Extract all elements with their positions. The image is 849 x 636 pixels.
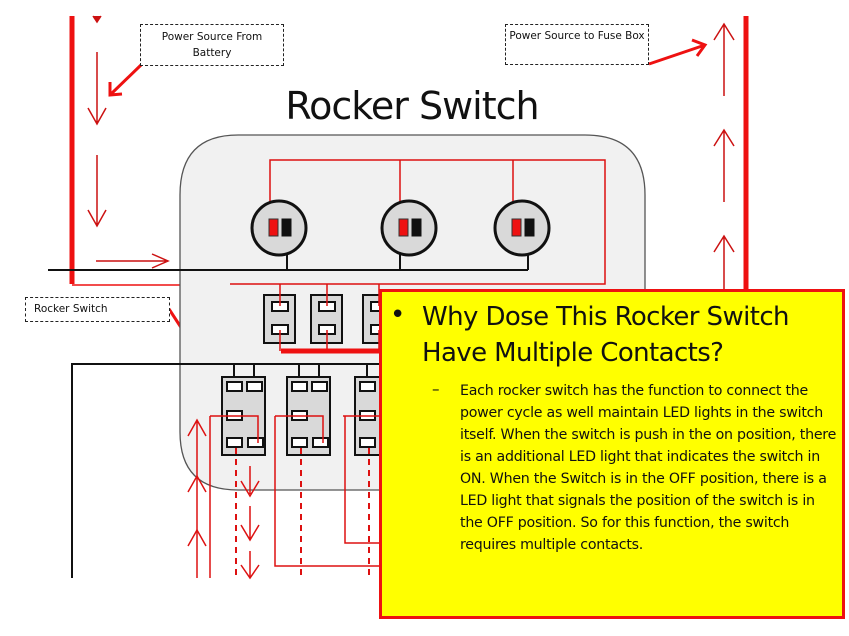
lower-rocker-switch (275, 364, 331, 456)
lower-rocker-switch (210, 364, 266, 456)
info-body: Each rocker switch has the function to c… (460, 383, 837, 553)
flow-arrows-up-right (713, 22, 735, 292)
led-indicator (493, 199, 551, 257)
ground-wire-lower (71, 363, 390, 578)
upper-contact-block (263, 284, 296, 351)
flow-arrows-down-left (87, 15, 170, 269)
upper-contact-blocks (263, 284, 395, 351)
diagram-title: Rocker Switch (285, 84, 539, 128)
info-box: • Why Dose This Rocker Switch Have Multi… (379, 289, 845, 619)
upper-contact-block (310, 284, 343, 351)
bullet-icon: • (390, 300, 406, 330)
info-heading: Why Dose This Rocker Switch Have Multipl… (422, 302, 790, 368)
sub-bullet-icon: – (432, 380, 440, 398)
callout-power-source-fuse-box: Power Source to Fuse Box (505, 24, 649, 65)
led-indicators (250, 199, 551, 257)
lower-rocker-switches (210, 364, 399, 456)
callout-rocker-switch: Rocker Switch (25, 297, 170, 322)
callout-power-source-battery: Power Source From Battery (140, 24, 284, 66)
led-indicator (380, 199, 438, 257)
bottom-wires (187, 416, 390, 580)
led-indicator (250, 199, 308, 257)
